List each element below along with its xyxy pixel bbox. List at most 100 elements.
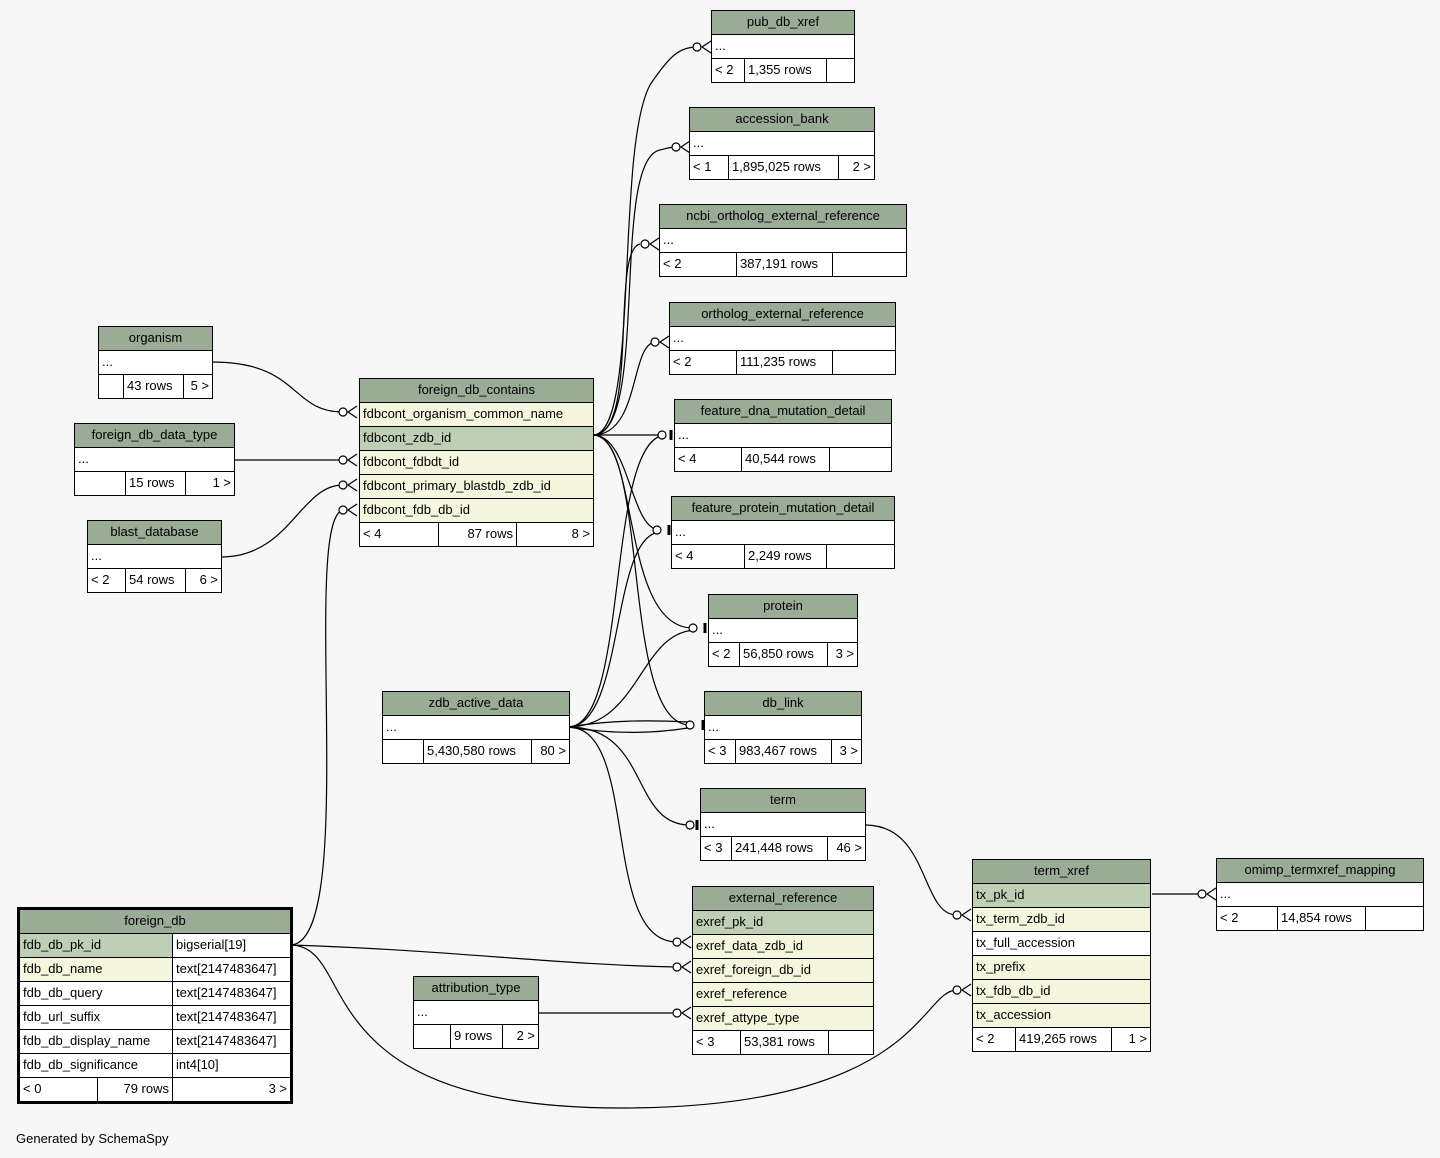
- table-header[interactable]: foreign_db_contains: [360, 379, 593, 403]
- table-term[interactable]: term ... < 3 241,448 rows 46 >: [700, 788, 866, 861]
- table-header[interactable]: organism: [99, 327, 212, 351]
- child-count[interactable]: [828, 1031, 873, 1054]
- column-name[interactable]: fdb_db_query: [23, 985, 103, 1000]
- parent-count[interactable]: < 2: [715, 62, 734, 77]
- table-foreign-db-data-type[interactable]: foreign_db_data_type ... 15 rows 1 >: [74, 423, 235, 496]
- parent-count[interactable]: < 2: [663, 256, 682, 271]
- table-db-link[interactable]: db_link ... < 3 983,467 rows 3 >: [704, 691, 862, 764]
- column-name[interactable]: fdb_db_significance: [23, 1057, 138, 1072]
- column-name[interactable]: tx_pk_id: [976, 887, 1025, 902]
- column-name[interactable]: tx_prefix: [976, 959, 1026, 974]
- column-name[interactable]: fdbcont_primary_blastdb_zdb_id: [363, 478, 551, 493]
- column-name[interactable]: exref_attype_type: [696, 1010, 800, 1025]
- table-header[interactable]: term_xref: [973, 860, 1150, 884]
- child-count[interactable]: 3 >: [831, 740, 861, 763]
- column-name[interactable]: fdb_db_pk_id: [23, 937, 102, 952]
- child-count[interactable]: 5 >: [183, 375, 212, 398]
- table-header[interactable]: ncbi_ortholog_external_reference: [660, 205, 906, 229]
- table-external-reference[interactable]: external_reference exref_pk_id exref_dat…: [692, 886, 874, 1055]
- table-feature-protein-mutation-detail[interactable]: feature_protein_mutation_detail ... < 4 …: [671, 496, 895, 569]
- table-attribution-type[interactable]: attribution_type ... 9 rows 2 >: [413, 976, 539, 1049]
- table-foreign-db[interactable]: foreign_db fdb_db_pk_id bigserial[19] fd…: [17, 907, 293, 1104]
- table-header[interactable]: db_link: [705, 692, 861, 716]
- column-name[interactable]: fdbcont_organism_common_name: [363, 406, 564, 421]
- table-zdb-active-data[interactable]: zdb_active_data ... 5,430,580 rows 80 >: [382, 691, 570, 764]
- table-header[interactable]: zdb_active_data: [383, 692, 569, 716]
- table-blast-database[interactable]: blast_database ... < 2 54 rows 6 >: [87, 520, 222, 593]
- parent-count[interactable]: < 3: [704, 840, 723, 855]
- parent-count[interactable]: < 2: [91, 572, 110, 587]
- child-count[interactable]: 1 >: [185, 472, 234, 495]
- parent-count[interactable]: [383, 740, 423, 763]
- table-organism[interactable]: organism ... 43 rows 5 >: [98, 326, 213, 399]
- parent-count[interactable]: [414, 1025, 450, 1048]
- column-name[interactable]: fdb_url_suffix: [23, 1009, 101, 1024]
- column-name[interactable]: fdbcont_fdb_db_id: [363, 502, 470, 517]
- column-name[interactable]: exref_foreign_db_id: [696, 962, 811, 977]
- parent-count[interactable]: < 0: [23, 1081, 42, 1096]
- parent-count[interactable]: < 2: [1220, 910, 1239, 925]
- column-name[interactable]: exref_data_zdb_id: [696, 938, 803, 953]
- table-header[interactable]: feature_protein_mutation_detail: [672, 497, 894, 521]
- child-count[interactable]: 3 >: [827, 643, 857, 666]
- table-header[interactable]: protein: [709, 595, 857, 619]
- table-header[interactable]: term: [701, 789, 865, 813]
- child-count[interactable]: 6 >: [185, 569, 221, 592]
- table-header[interactable]: feature_dna_mutation_detail: [675, 400, 891, 424]
- child-count[interactable]: [826, 59, 854, 82]
- edge-fdc-ortholog: [592, 341, 656, 436]
- table-header[interactable]: pub_db_xref: [712, 11, 854, 35]
- child-count[interactable]: 80 >: [531, 740, 569, 763]
- table-protein[interactable]: protein ... < 2 56,850 rows 3 >: [708, 594, 858, 667]
- table-header[interactable]: ortholog_external_reference: [670, 303, 895, 327]
- child-count[interactable]: 2 >: [502, 1025, 538, 1048]
- table-header[interactable]: attribution_type: [414, 977, 538, 1001]
- column-name[interactable]: fdb_db_name: [23, 961, 103, 976]
- table-term-xref[interactable]: term_xref tx_pk_id tx_term_zdb_id tx_ful…: [972, 859, 1151, 1052]
- table-ncbi-ortholog-external-reference[interactable]: ncbi_ortholog_external_reference ... < 2…: [659, 204, 907, 277]
- table-accession-bank[interactable]: accession_bank ... < 1 1,895,025 rows 2 …: [689, 107, 875, 180]
- child-count[interactable]: [1365, 907, 1423, 930]
- child-count[interactable]: 2 >: [838, 156, 874, 179]
- table-foreign-db-contains[interactable]: foreign_db_contains fdbcont_organism_com…: [359, 378, 594, 547]
- column-name[interactable]: tx_full_accession: [976, 935, 1075, 950]
- column-name[interactable]: tx_term_zdb_id: [976, 911, 1065, 926]
- child-count[interactable]: 1 >: [1111, 1028, 1150, 1051]
- child-count[interactable]: 46 >: [827, 837, 865, 860]
- child-count[interactable]: [832, 253, 906, 276]
- table-omimp-termxref-mapping[interactable]: omimp_termxref_mapping ... < 2 14,854 ro…: [1216, 858, 1424, 931]
- column-name[interactable]: fdb_db_display_name: [23, 1033, 151, 1048]
- table-header[interactable]: blast_database: [88, 521, 221, 545]
- column-name[interactable]: fdbcont_zdb_id: [363, 430, 452, 445]
- table-pub-db-xref[interactable]: pub_db_xref ... < 2 1,355 rows: [711, 10, 855, 83]
- table-header[interactable]: external_reference: [693, 887, 873, 911]
- table-ortholog-external-reference[interactable]: ortholog_external_reference ... < 2 111,…: [669, 302, 896, 375]
- parent-count[interactable]: [75, 472, 125, 495]
- child-count[interactable]: [826, 545, 894, 568]
- table-header[interactable]: foreign_db_data_type: [75, 424, 234, 448]
- parent-count[interactable]: < 3: [708, 743, 727, 758]
- child-count[interactable]: [829, 448, 891, 471]
- child-count[interactable]: [832, 351, 895, 374]
- column-name[interactable]: exref_reference: [696, 986, 788, 1001]
- column-name[interactable]: fdbcont_fdbdt_id: [363, 454, 460, 469]
- parent-count[interactable]: < 1: [693, 159, 712, 174]
- table-header[interactable]: accession_bank: [690, 108, 874, 132]
- column-name[interactable]: tx_accession: [976, 1007, 1052, 1022]
- parent-count[interactable]: < 2: [712, 646, 731, 661]
- parent-count[interactable]: < 4: [363, 526, 382, 541]
- table-header[interactable]: omimp_termxref_mapping: [1217, 859, 1423, 883]
- child-count[interactable]: 3 >: [172, 1078, 290, 1101]
- table-header[interactable]: foreign_db: [20, 910, 290, 934]
- parent-count[interactable]: < 2: [673, 354, 692, 369]
- table-feature-dna-mutation-detail[interactable]: feature_dna_mutation_detail ... < 4 40,5…: [674, 399, 892, 472]
- column-name[interactable]: exref_pk_id: [696, 914, 764, 929]
- column-name[interactable]: tx_fdb_db_id: [976, 983, 1051, 998]
- columns-ellipsis: ...: [78, 451, 89, 466]
- parent-count[interactable]: < 3: [696, 1034, 715, 1049]
- parent-count[interactable]: < 4: [678, 451, 697, 466]
- parent-count[interactable]: < 4: [675, 548, 694, 563]
- child-count[interactable]: 8 >: [516, 523, 593, 546]
- parent-count[interactable]: [99, 375, 123, 398]
- parent-count[interactable]: < 2: [976, 1031, 995, 1046]
